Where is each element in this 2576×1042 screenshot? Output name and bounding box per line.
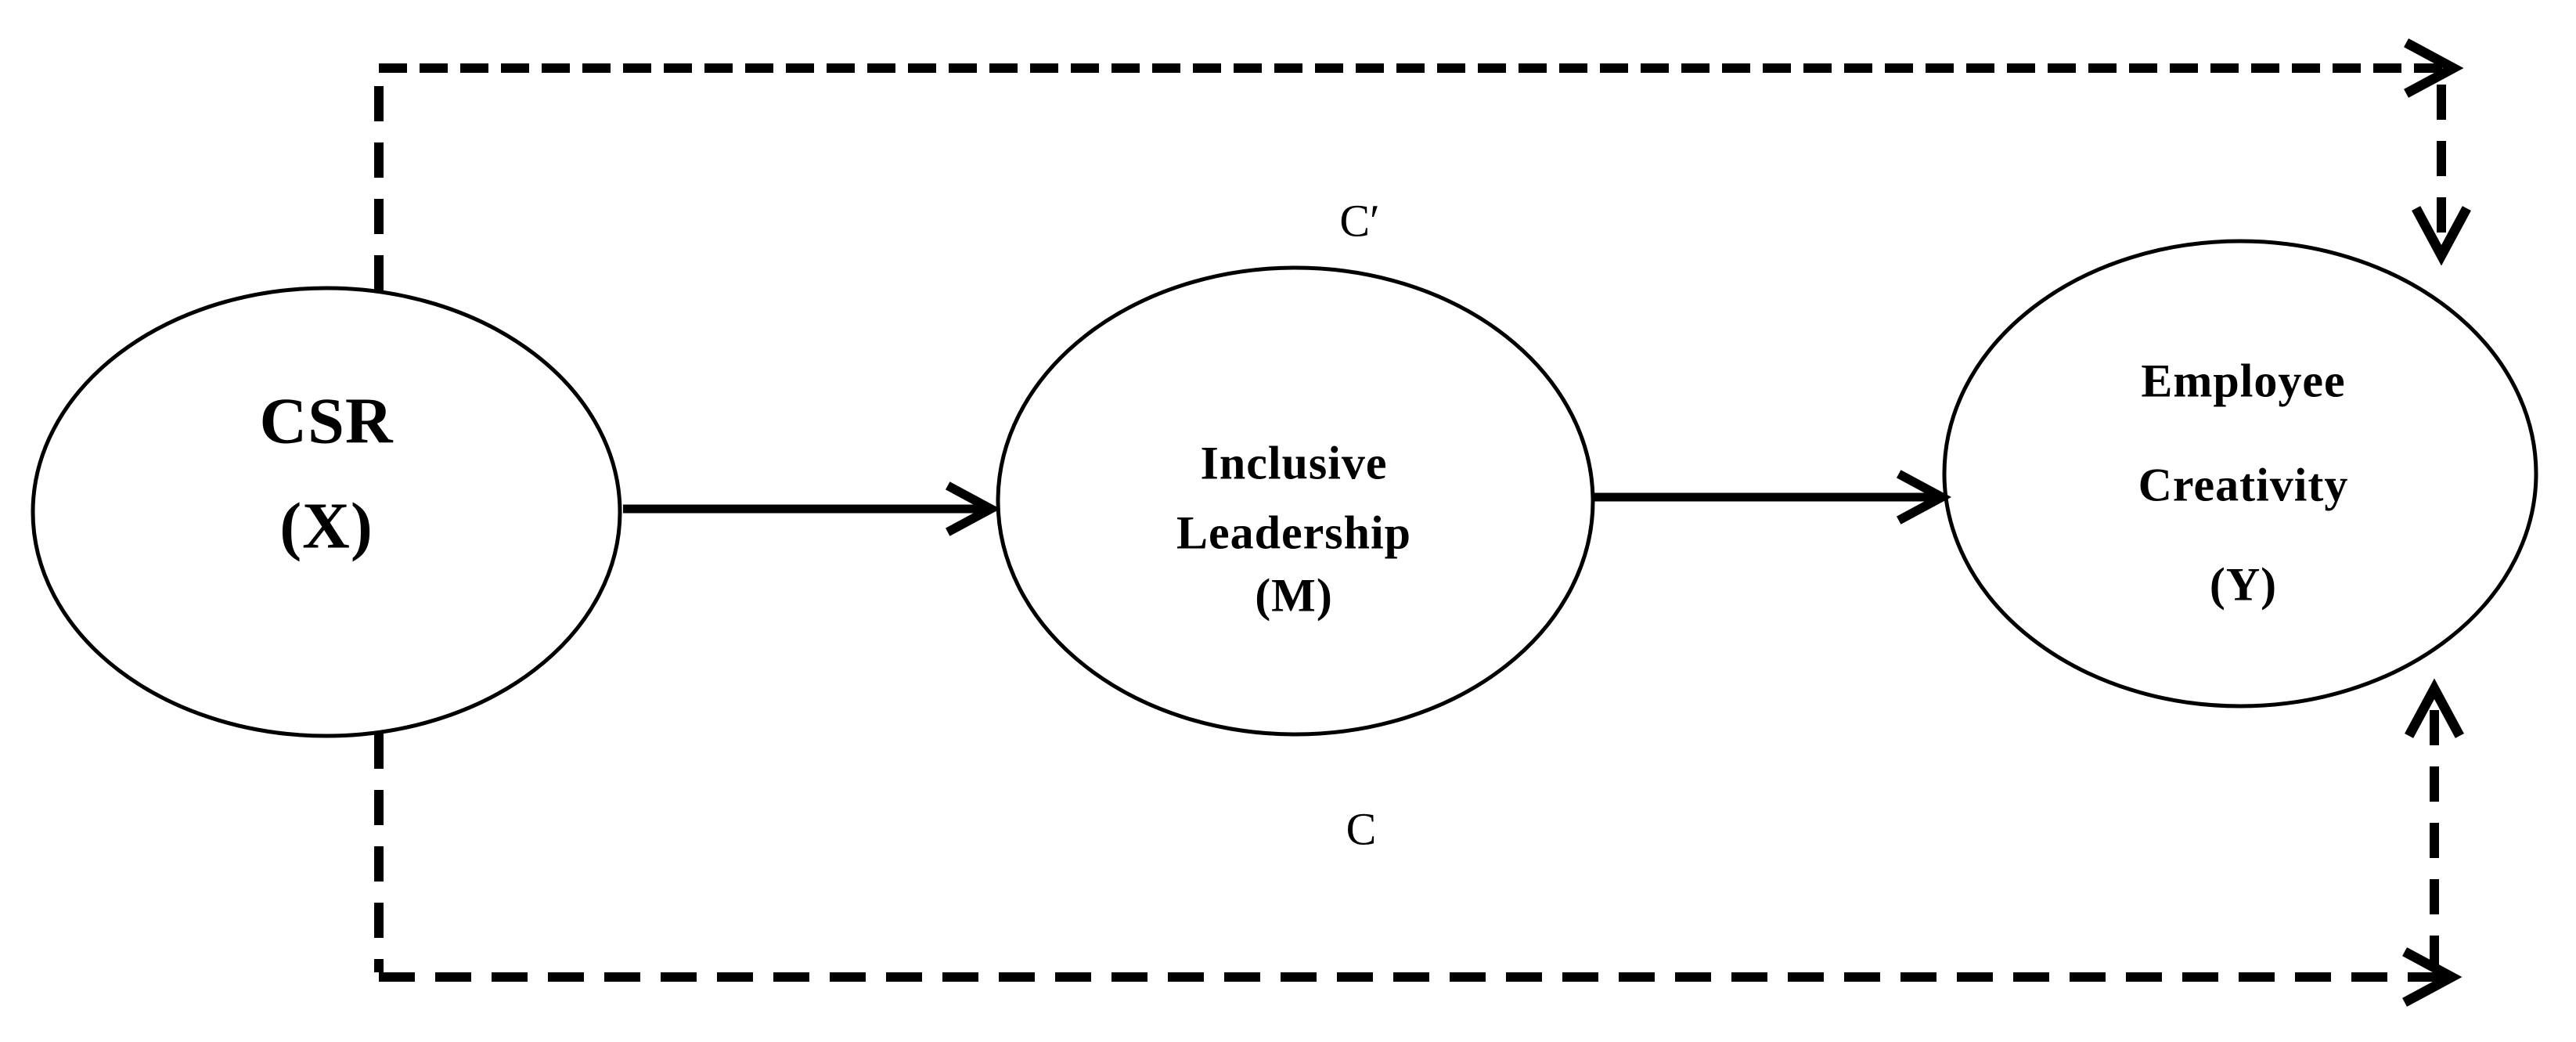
node-x-label-line1: CSR (259, 384, 394, 458)
node-y-label-line3: (Y) (2209, 558, 2278, 611)
direct-effect-label: C′ (1339, 195, 1380, 247)
node-y-label-line2: Creativity (2138, 459, 2349, 511)
node-m-label-line1: Inclusive (1200, 437, 1388, 489)
node-y-label-line1: Employee (2141, 355, 2346, 407)
node-x-label-line2: (X) (279, 489, 373, 563)
node-m-label-line3: (M) (1255, 569, 1333, 622)
total-effect-label: C (1346, 803, 1377, 855)
node-x-ellipse (31, 286, 622, 738)
node-m-label-line2: Leadership (1176, 507, 1412, 559)
node-m-ellipse (996, 265, 1595, 737)
